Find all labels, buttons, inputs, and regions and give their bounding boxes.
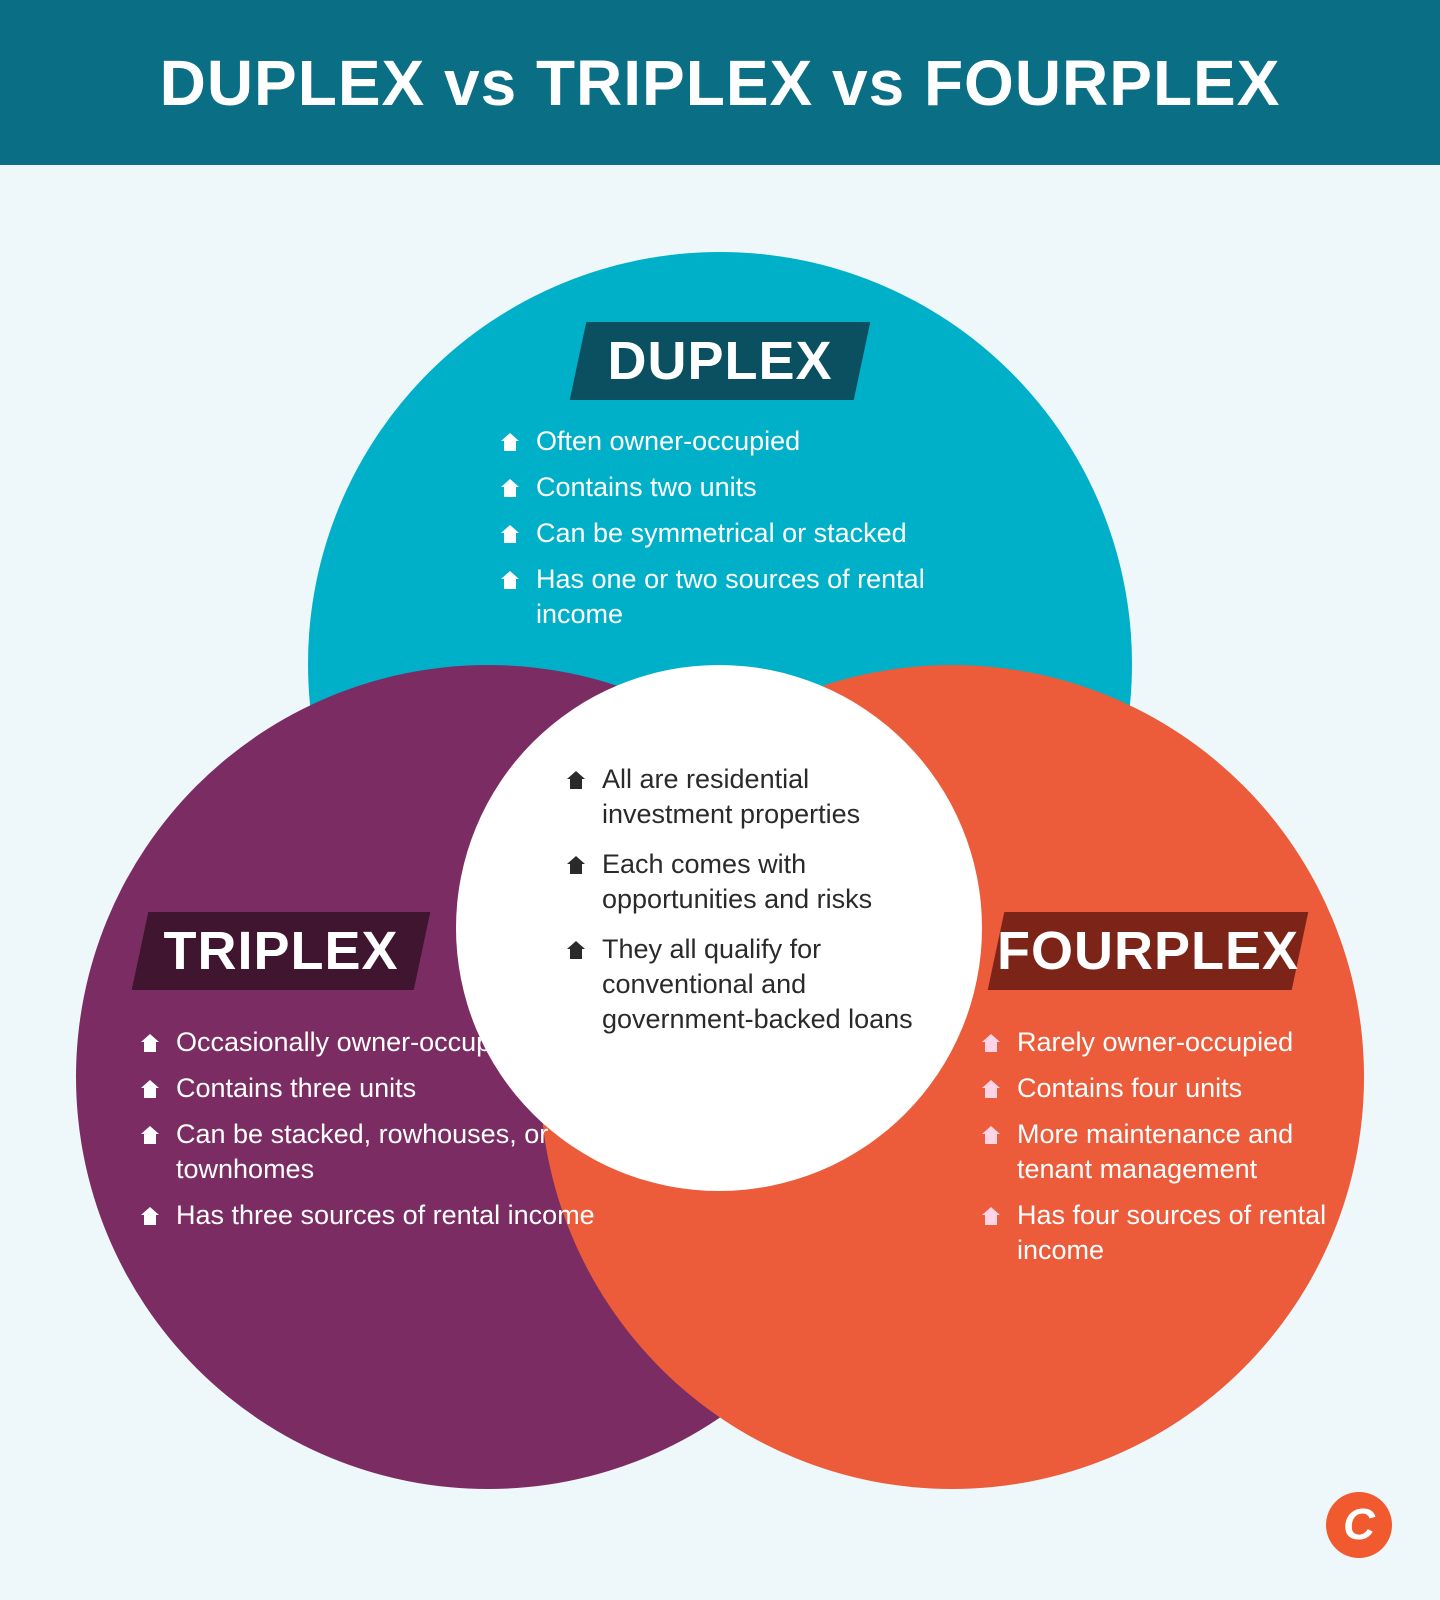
list-item: Contains four units bbox=[981, 1071, 1331, 1106]
house-icon bbox=[566, 770, 586, 790]
list-item: More maintenance and tenant management bbox=[981, 1117, 1331, 1187]
house-icon bbox=[981, 1125, 1001, 1145]
list-item-text: Each comes with opportunities and risks bbox=[602, 849, 873, 914]
house-icon bbox=[981, 1033, 1001, 1053]
fourplex-label-tag: FOURPLEX bbox=[996, 912, 1300, 990]
list-item-text: Contains three units bbox=[176, 1073, 417, 1103]
triplex-feature-list: Occasionally owner-occupied Contains thr… bbox=[140, 1025, 660, 1244]
list-item-text: Has three sources of rental income bbox=[176, 1200, 595, 1230]
house-icon bbox=[981, 1079, 1001, 1099]
house-icon bbox=[566, 940, 586, 960]
house-icon bbox=[500, 478, 520, 498]
house-icon bbox=[566, 855, 586, 875]
triplex-label: TRIPLEX bbox=[163, 921, 399, 981]
house-icon bbox=[500, 570, 520, 590]
fourplex-feature-list: Rarely owner-occupied Contains four unit… bbox=[981, 1025, 1331, 1279]
shared-feature-list: All are residential investment propertie… bbox=[566, 762, 926, 1052]
header-banner: DUPLEX vs TRIPLEX vs FOURPLEX bbox=[0, 0, 1440, 165]
house-icon bbox=[500, 524, 520, 544]
house-icon bbox=[140, 1125, 160, 1145]
list-item: Can be symmetrical or stacked bbox=[500, 516, 970, 551]
list-item: Contains two units bbox=[500, 470, 970, 505]
list-item-text: All are residential investment propertie… bbox=[602, 764, 861, 829]
list-item: Has three sources of rental income bbox=[140, 1198, 660, 1233]
list-item-text: They all qualify for conventional and go… bbox=[602, 934, 913, 1034]
duplex-feature-list: Often owner-occupied Contains two units … bbox=[500, 424, 970, 643]
triplex-label-tag: TRIPLEX bbox=[140, 912, 422, 990]
list-item: They all qualify for conventional and go… bbox=[566, 932, 926, 1037]
list-item: Contains three units bbox=[140, 1071, 660, 1106]
list-item: Often owner-occupied bbox=[500, 424, 970, 459]
house-icon bbox=[981, 1206, 1001, 1226]
brand-logo-icon: C bbox=[1326, 1492, 1392, 1558]
duplex-label: DUPLEX bbox=[607, 331, 833, 391]
brand-logo-letter: C bbox=[1343, 1500, 1375, 1549]
list-item: Has four sources of rental income bbox=[981, 1198, 1331, 1268]
list-item-text: Can be stacked, rowhouses, or townhomes bbox=[176, 1119, 549, 1184]
list-item-text: Can be symmetrical or stacked bbox=[536, 518, 907, 548]
house-icon bbox=[140, 1033, 160, 1053]
list-item-text: Contains four units bbox=[1017, 1073, 1243, 1103]
house-icon bbox=[500, 432, 520, 452]
list-item-text: More maintenance and tenant management bbox=[1017, 1119, 1294, 1184]
list-item-text: Often owner-occupied bbox=[536, 426, 801, 456]
list-item: Has one or two sources of rental income bbox=[500, 562, 970, 632]
house-icon bbox=[140, 1206, 160, 1226]
duplex-label-tag: DUPLEX bbox=[578, 322, 862, 400]
list-item: Can be stacked, rowhouses, or townhomes bbox=[140, 1117, 660, 1187]
shared-center-circle bbox=[456, 665, 982, 1191]
list-item-text: Has four sources of rental income bbox=[1017, 1200, 1327, 1265]
list-item: All are residential investment propertie… bbox=[566, 762, 926, 832]
list-item-text: Rarely owner-occupied bbox=[1017, 1027, 1294, 1057]
page-title: DUPLEX vs TRIPLEX vs FOURPLEX bbox=[159, 46, 1281, 119]
list-item-text: Has one or two sources of rental income bbox=[536, 564, 925, 629]
list-item: Each comes with opportunities and risks bbox=[566, 847, 926, 917]
list-item: Occasionally owner-occupied bbox=[140, 1025, 660, 1060]
list-item-text: Occasionally owner-occupied bbox=[176, 1027, 528, 1057]
house-icon bbox=[140, 1079, 160, 1099]
fourplex-label: FOURPLEX bbox=[996, 921, 1300, 981]
list-item: Rarely owner-occupied bbox=[981, 1025, 1331, 1060]
list-item-text: Contains two units bbox=[536, 472, 757, 502]
